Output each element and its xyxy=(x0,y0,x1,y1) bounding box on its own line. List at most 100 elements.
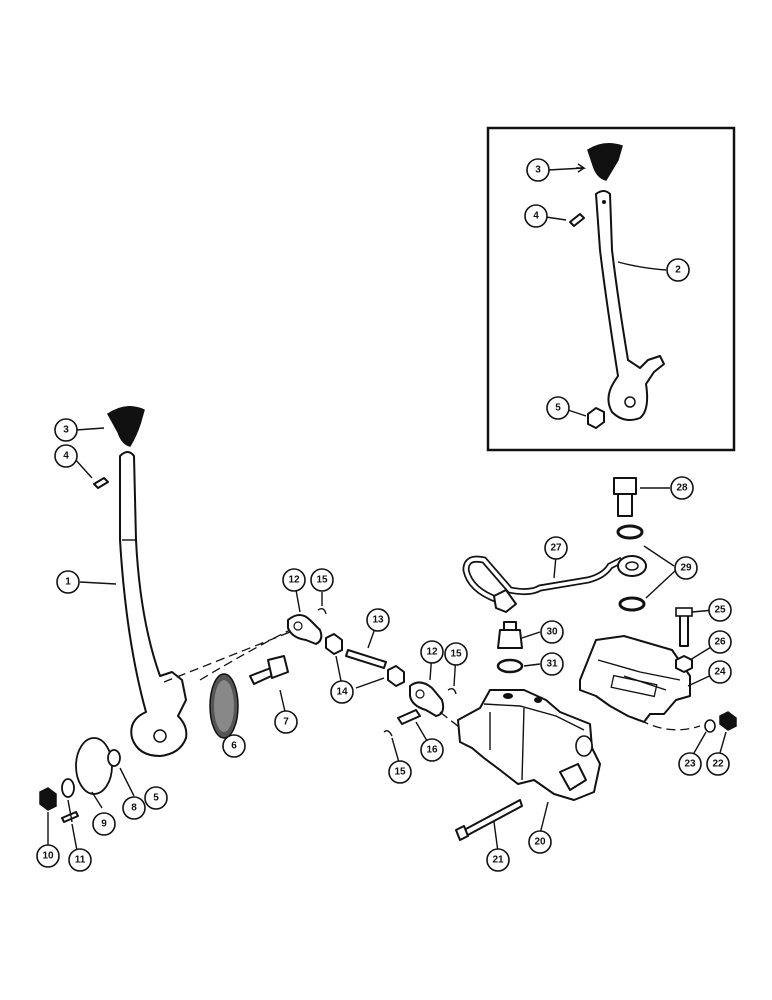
svg-text:20: 20 xyxy=(534,837,546,848)
svg-text:21: 21 xyxy=(492,855,504,866)
callout-9: 9 xyxy=(92,812,116,836)
callout-14: 14 xyxy=(330,680,354,704)
callout-31: 31 xyxy=(540,652,564,676)
tube-assembly xyxy=(462,477,647,674)
jam-nut-left xyxy=(325,633,343,655)
callout-22: 22 xyxy=(706,752,730,776)
callout-12-left: 12 xyxy=(282,568,306,592)
svg-text:28: 28 xyxy=(676,483,688,494)
bracket-bolt xyxy=(679,613,689,647)
callout-21: 21 xyxy=(486,848,510,872)
flat-washer xyxy=(61,778,75,798)
svg-text:8: 8 xyxy=(131,803,137,814)
inset-alternate-lever xyxy=(486,126,736,452)
svg-text:9: 9 xyxy=(101,819,107,830)
callout-30: 30 xyxy=(540,620,564,644)
inset-nut xyxy=(587,407,605,429)
clip-middle xyxy=(447,687,457,695)
rod-end-left xyxy=(287,614,323,645)
lever-knob xyxy=(107,406,145,447)
callout-26: 26 xyxy=(708,630,732,654)
inset-frame xyxy=(486,126,736,452)
svg-text:7: 7 xyxy=(283,717,289,728)
callout-27: 27 xyxy=(544,536,568,560)
roll-pin xyxy=(93,477,109,489)
callout-29: 29 xyxy=(674,556,698,580)
svg-text:3: 3 xyxy=(535,165,541,176)
callout-3-inset: 3 xyxy=(526,158,550,182)
valve-bolt xyxy=(463,799,523,837)
inset-lever-arm xyxy=(595,190,665,421)
svg-text:27: 27 xyxy=(550,543,562,554)
jam-nut-right xyxy=(387,665,405,687)
control-lever xyxy=(119,451,188,757)
callout-10: 10 xyxy=(36,844,60,868)
callout-13: 13 xyxy=(366,608,390,632)
svg-text:1: 1 xyxy=(65,577,71,588)
svg-text:25: 25 xyxy=(714,605,726,616)
callout-4-inset: 4 xyxy=(524,204,548,228)
svg-text:5: 5 xyxy=(153,793,159,804)
svg-text:2: 2 xyxy=(675,265,681,276)
linkage-assembly xyxy=(199,607,485,745)
svg-text:15: 15 xyxy=(394,767,406,778)
callout-12-right: 12 xyxy=(420,640,444,664)
callout-20: 20 xyxy=(528,830,552,854)
svg-text:31: 31 xyxy=(546,659,558,670)
castle-nut xyxy=(39,787,57,811)
svg-text:15: 15 xyxy=(450,649,462,660)
sealing-washer-lower xyxy=(618,596,646,612)
callout-23: 23 xyxy=(678,752,702,776)
svg-text:12: 12 xyxy=(288,575,300,586)
callout-24: 24 xyxy=(708,660,732,684)
clip-upper xyxy=(317,607,327,615)
valve-assembly xyxy=(455,607,737,841)
callout-25: 25 xyxy=(708,598,732,622)
svg-text:15: 15 xyxy=(316,575,328,586)
callout-15-lower: 15 xyxy=(388,760,412,784)
retainer-plate xyxy=(75,737,113,795)
svg-text:5: 5 xyxy=(555,403,561,414)
callout-7: 7 xyxy=(274,710,298,734)
bracket-nut xyxy=(675,655,693,673)
callout-2: 2 xyxy=(666,258,690,282)
svg-text:29: 29 xyxy=(680,563,692,574)
callout-6: 6 xyxy=(222,734,246,758)
banjo-bolt xyxy=(613,477,637,495)
callout-3: 3 xyxy=(54,418,78,442)
callout-11: 11 xyxy=(68,848,92,872)
callout-8: 8 xyxy=(122,796,146,820)
svg-text:12: 12 xyxy=(426,647,438,658)
callout-5-inset: 5 xyxy=(546,396,570,420)
svg-text:3: 3 xyxy=(63,425,69,436)
sealing-washer-upper xyxy=(616,524,644,540)
svg-text:13: 13 xyxy=(372,615,384,626)
callout-28: 28 xyxy=(670,476,694,500)
svg-text:22: 22 xyxy=(712,759,724,770)
inset-lever-knob xyxy=(587,143,623,181)
inset-lever-hole xyxy=(624,396,636,408)
svg-text:30: 30 xyxy=(546,627,558,638)
callout-15-upper: 15 xyxy=(310,568,334,592)
washer xyxy=(107,749,121,767)
hex-nut xyxy=(719,711,737,731)
lock-washer xyxy=(704,719,716,733)
svg-text:16: 16 xyxy=(426,745,438,756)
adapter-fitting xyxy=(497,629,523,649)
clip-lower xyxy=(383,729,393,737)
callout-4: 4 xyxy=(54,444,78,468)
o-ring xyxy=(496,658,524,674)
callout-5: 5 xyxy=(144,786,168,810)
threaded-rod xyxy=(345,649,387,669)
svg-text:4: 4 xyxy=(63,451,69,462)
clevis-pin xyxy=(397,709,421,725)
callout-15-middle: 15 xyxy=(444,642,468,666)
svg-text:6: 6 xyxy=(231,741,237,752)
svg-text:14: 14 xyxy=(336,687,348,698)
lever-assembly xyxy=(39,406,291,823)
callout-1: 1 xyxy=(56,570,80,594)
svg-text:10: 10 xyxy=(42,851,54,862)
callout-16: 16 xyxy=(420,738,444,762)
cotter-pin xyxy=(61,811,79,823)
